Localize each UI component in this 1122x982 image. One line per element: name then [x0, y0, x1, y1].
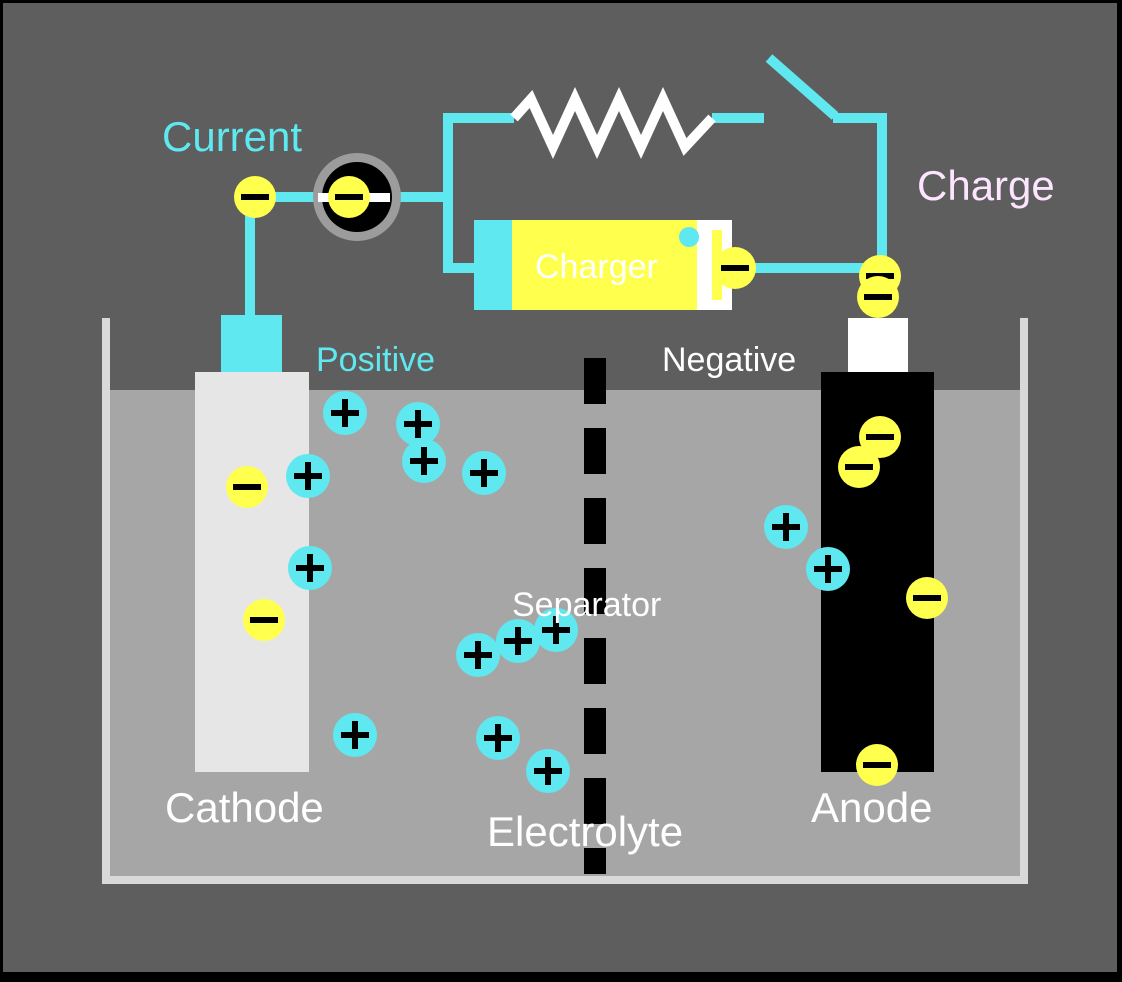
separator-label: Separator: [512, 586, 661, 624]
container-outline: [102, 318, 1028, 884]
wire-upper-branch: [443, 113, 514, 197]
electron-minus-icon: [714, 247, 756, 289]
ion-plus-icon: [476, 716, 520, 760]
ion-plus-icon: [526, 749, 570, 793]
ion-plus-icon: [286, 454, 330, 498]
anode-label: Anode: [811, 784, 932, 831]
electron-minus-icon: [243, 599, 285, 641]
electron-minus-icon: [857, 276, 899, 318]
open-switch-icon[interactable]: [765, 54, 839, 120]
ion-plus-icon: [288, 546, 332, 590]
electron-minus-icon: [328, 176, 370, 218]
electron-minus-icon: [838, 446, 880, 488]
charger-body: [512, 220, 712, 310]
wire-switch-to-anode: [833, 113, 887, 278]
wire-lower-branch: [443, 197, 476, 273]
ion-plus-icon: [806, 547, 850, 591]
electron-minus-icon: [859, 416, 901, 458]
electrons: [226, 176, 948, 786]
electrolyte-label: Electrolyte: [487, 808, 683, 855]
charger-icon: [474, 220, 732, 310]
positive-label: Positive: [316, 341, 435, 379]
negative-label: Negative: [662, 341, 796, 379]
charger-label: Charger: [535, 248, 658, 286]
ion-plus-icon: [396, 402, 440, 446]
ion-plus-icon: [462, 451, 506, 495]
ion-plus-icon: [333, 713, 377, 757]
ion-plus-icon: [456, 633, 500, 677]
charger-terminal: [474, 220, 514, 310]
charge-label: Charge: [917, 162, 1055, 209]
electron-minus-icon: [906, 577, 948, 619]
ion-plus-icon: [402, 439, 446, 483]
lithium-ions: [286, 391, 850, 793]
resistor-icon: [510, 86, 716, 160]
anode-terminal: [848, 318, 908, 374]
electron-minus-icon: [234, 176, 276, 218]
ion-plus-icon: [323, 391, 367, 435]
ion-plus-icon: [496, 619, 540, 663]
electron-minus-icon: [226, 466, 268, 508]
cathode-terminal: [221, 315, 282, 373]
charger-indicator-dot: [679, 227, 699, 247]
ion-plus-icon: [534, 608, 578, 652]
cathode-label: Cathode: [165, 784, 324, 831]
ion-plus-icon: [764, 505, 808, 549]
electron-minus-icon: [856, 744, 898, 786]
current-label: Current: [162, 113, 302, 160]
